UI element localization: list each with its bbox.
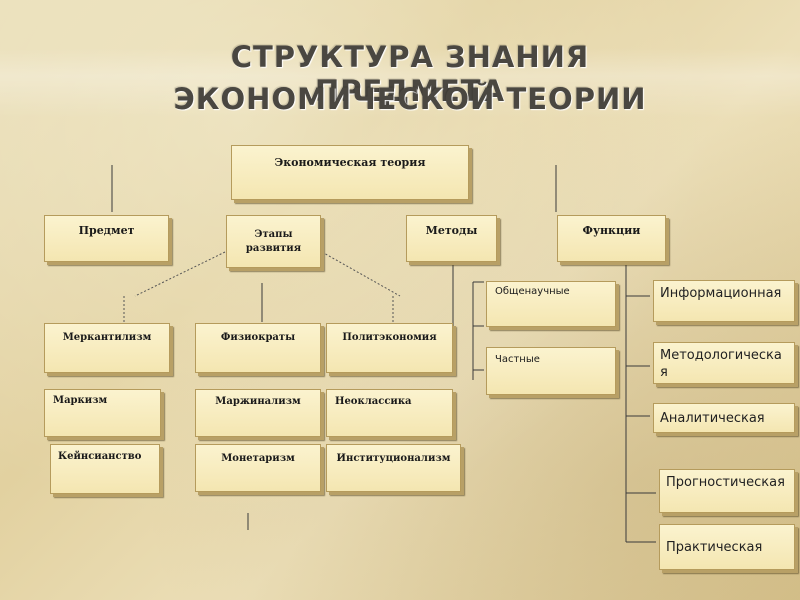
category-functions: Функции bbox=[557, 215, 666, 262]
school-marxism: Маркизм bbox=[44, 389, 161, 437]
function-informational-label: Информационная bbox=[660, 286, 782, 301]
function-methodological: Методологическая bbox=[653, 342, 795, 384]
method-particular: Частные bbox=[486, 347, 616, 395]
function-practical: Практическая bbox=[659, 524, 795, 570]
function-analytical: Аналитическая bbox=[653, 403, 795, 433]
function-prognostic-label: Прогностическая bbox=[666, 475, 785, 490]
school-mercantilism: Меркантилизм bbox=[44, 323, 170, 373]
method-general-scientific: Общенаучные bbox=[486, 281, 616, 327]
category-subject-label: Предмет bbox=[78, 224, 135, 237]
school-marxism-label: Маркизм bbox=[53, 395, 108, 406]
school-physiocrats: Физиократы bbox=[195, 323, 321, 373]
slide-title-line-1: СТРУКТУРА ЗНАНИЯ ПРЕДМЕТА bbox=[230, 40, 590, 108]
school-mercantilism-label: Меркантилизм bbox=[62, 332, 152, 343]
root-node-economic-theory: Экономическая теория bbox=[231, 145, 469, 200]
method-particular-label: Частные bbox=[495, 354, 540, 365]
category-methods-label: Методы bbox=[425, 224, 478, 237]
school-political-economy: Политэкономия bbox=[326, 323, 453, 373]
category-subject: Предмет bbox=[44, 215, 169, 262]
function-informational: Информационная bbox=[653, 280, 795, 322]
school-physiocrats-label: Физиократы bbox=[220, 332, 296, 343]
school-institutionalism-label: Институционализм bbox=[336, 453, 451, 464]
category-methods: Методы bbox=[406, 215, 497, 262]
function-prognostic: Прогностическая bbox=[659, 469, 795, 513]
school-monetarism-label: Монетаризм bbox=[221, 453, 295, 464]
school-monetarism: Монетаризм bbox=[195, 444, 321, 492]
school-keynesianism: Кейнсианство bbox=[50, 444, 160, 494]
school-institutionalism: Институционализм bbox=[326, 444, 461, 492]
school-marginalism: Маржинализм bbox=[195, 389, 321, 437]
school-political-economy-label: Политэкономия bbox=[342, 332, 437, 343]
category-stages-label: Этапы развития bbox=[245, 228, 302, 254]
category-stages: Этапы развития bbox=[226, 215, 321, 268]
title-highlight bbox=[0, 48, 800, 118]
method-general-scientific-label: Общенаучные bbox=[495, 286, 570, 297]
function-methodological-label: Методологическая bbox=[660, 348, 782, 380]
school-neoclassics-label: Неоклассика bbox=[335, 396, 412, 407]
function-analytical-label: Аналитическая bbox=[660, 410, 765, 426]
category-functions-label: Функции bbox=[582, 224, 641, 237]
root-node-label: Экономическая теория bbox=[274, 156, 426, 169]
school-neoclassics: Неоклассика bbox=[326, 389, 453, 437]
function-practical-label: Практическая bbox=[666, 539, 763, 555]
slide-title-line-2: ЭКОНОМИЧЕСКОЙ ТЕОРИИ bbox=[173, 82, 647, 116]
school-marginalism-label: Маржинализм bbox=[215, 396, 301, 407]
school-keynesianism-label: Кейнсианство bbox=[58, 451, 142, 462]
